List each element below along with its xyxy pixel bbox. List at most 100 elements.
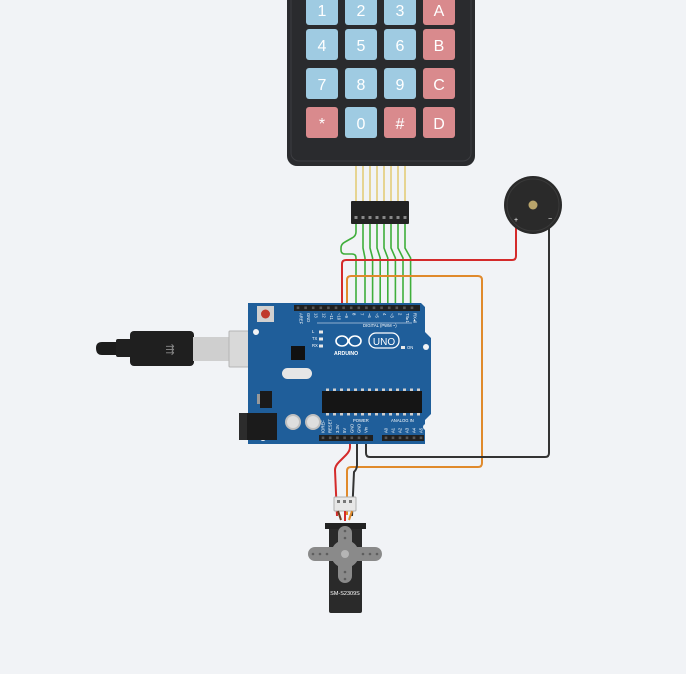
keypad-wire-7[interactable] bbox=[397, 224, 404, 308]
key-label: 7 bbox=[318, 77, 327, 94]
buzzer-center bbox=[528, 200, 538, 210]
keypad-key-2[interactable]: 2 bbox=[345, 0, 377, 25]
keypad-ribbon bbox=[355, 166, 406, 202]
analog-pin-socket bbox=[384, 436, 388, 440]
servo-label: SM-S2309S bbox=[330, 591, 360, 597]
piezo-buzzer[interactable]: + − bbox=[504, 176, 562, 234]
keypad-key-4[interactable]: 4 bbox=[306, 29, 338, 60]
chip-pin bbox=[354, 388, 357, 391]
keypad-wire-4[interactable] bbox=[376, 224, 381, 308]
key-label: 4 bbox=[318, 38, 327, 55]
wires bbox=[333, 166, 550, 517]
key-face bbox=[384, 107, 416, 138]
buzzer-signal-wire[interactable] bbox=[341, 222, 517, 308]
header-pin bbox=[354, 216, 358, 219]
keypad-key-3[interactable]: 3 bbox=[384, 0, 416, 25]
keypad-key-0[interactable]: 0 bbox=[345, 107, 377, 138]
analog-pin-label: A0 bbox=[384, 427, 389, 433]
servo-connector-pin bbox=[337, 500, 340, 503]
regulator-tab bbox=[257, 394, 260, 404]
header-pin bbox=[403, 216, 407, 219]
micro-servo[interactable]: SM-S2309S bbox=[308, 496, 382, 613]
digital-pin-label: 12 bbox=[321, 313, 326, 318]
key-face bbox=[423, 107, 455, 138]
digital-pin-socket bbox=[304, 306, 307, 310]
power-pin-socket bbox=[328, 436, 332, 440]
key-label: 5 bbox=[357, 38, 366, 55]
reset-button[interactable] bbox=[261, 309, 270, 319]
keypad-signal-wires[interactable] bbox=[340, 224, 412, 308]
analog-header bbox=[382, 435, 424, 441]
usb-cable-tail bbox=[96, 342, 118, 355]
keypad-key-star[interactable]: * bbox=[306, 107, 338, 138]
analog-label: ANALOG IN bbox=[391, 418, 414, 423]
servo-signal-wire[interactable] bbox=[346, 275, 483, 515]
keypad-key-7[interactable]: 7 bbox=[306, 68, 338, 99]
keypad-wire-5[interactable] bbox=[383, 224, 389, 308]
keypad-key-9[interactable]: 9 bbox=[384, 68, 416, 99]
analog-pin-socket bbox=[405, 436, 409, 440]
keypad-wire-6[interactable] bbox=[390, 224, 397, 308]
analog-pin-socket bbox=[391, 436, 395, 440]
digital-pin-socket bbox=[365, 306, 368, 310]
key-label: 1 bbox=[318, 3, 327, 20]
horn-hole bbox=[325, 552, 329, 556]
keypad-key-A[interactable]: A bbox=[423, 0, 455, 25]
keypad-wire-8[interactable] bbox=[404, 224, 412, 308]
servo-horn-holes bbox=[311, 529, 379, 581]
digital-pin-label: GND bbox=[306, 313, 311, 322]
keypad-wire-1[interactable] bbox=[340, 224, 357, 308]
key-label: 2 bbox=[357, 3, 366, 20]
key-face bbox=[345, 107, 377, 138]
servo-connector bbox=[333, 496, 357, 512]
chip-pin bbox=[340, 413, 343, 416]
digital-pin-label: ~9 bbox=[344, 313, 349, 318]
key-label: C bbox=[433, 77, 445, 94]
keypad-key-5[interactable]: 5 bbox=[345, 29, 377, 60]
keypad-key-hash[interactable]: # bbox=[384, 107, 416, 138]
ground-wire[interactable] bbox=[365, 222, 550, 458]
servo-power-wire[interactable] bbox=[333, 436, 351, 517]
key-label: 3 bbox=[396, 3, 405, 20]
keypad-wire-2[interactable] bbox=[362, 224, 366, 308]
key-face bbox=[306, 107, 338, 138]
keypad-key-6[interactable]: 6 bbox=[384, 29, 416, 60]
chip-pin bbox=[403, 388, 406, 391]
analog-pin-label: A5 bbox=[419, 427, 424, 433]
servo-horn-hub bbox=[341, 550, 349, 558]
servo-ground-wire[interactable] bbox=[351, 436, 358, 517]
led-label: RX bbox=[312, 343, 318, 348]
header-pin bbox=[375, 216, 379, 219]
key-face bbox=[384, 29, 416, 60]
usb-cable[interactable]: ⇶ bbox=[96, 330, 275, 368]
keypad-key-1[interactable]: 1 bbox=[306, 0, 338, 25]
analog-pin-label: A4 bbox=[412, 427, 417, 433]
power-pin-socket bbox=[321, 436, 325, 440]
digital-pin-label: ~10 bbox=[337, 313, 342, 321]
keypad-key-8[interactable]: 8 bbox=[345, 68, 377, 99]
uno-badge bbox=[368, 332, 400, 349]
keypad-key-B[interactable]: B bbox=[423, 29, 455, 60]
mount-hole bbox=[423, 344, 429, 350]
key-label: D bbox=[433, 116, 445, 133]
power-pin-socket bbox=[336, 436, 339, 440]
keypad-wire-3[interactable] bbox=[369, 224, 374, 308]
keypad-key-C[interactable]: C bbox=[423, 68, 455, 99]
digital-pins bbox=[296, 306, 414, 310]
digital-pin-label: 8 bbox=[352, 313, 357, 316]
horn-hole bbox=[343, 529, 347, 533]
chip-pin bbox=[340, 388, 343, 391]
keypad-bezel bbox=[290, 0, 472, 162]
arduino-logo bbox=[335, 335, 362, 347]
key-face bbox=[306, 68, 338, 99]
chip-pin bbox=[326, 388, 329, 391]
keypad-key-D[interactable]: D bbox=[423, 107, 455, 138]
usb-plug-metal bbox=[193, 337, 229, 361]
model-label: UNO bbox=[373, 337, 395, 348]
horn-hole bbox=[375, 552, 379, 556]
chip-pin bbox=[333, 413, 336, 416]
power-pin-label: GND bbox=[357, 424, 362, 433]
